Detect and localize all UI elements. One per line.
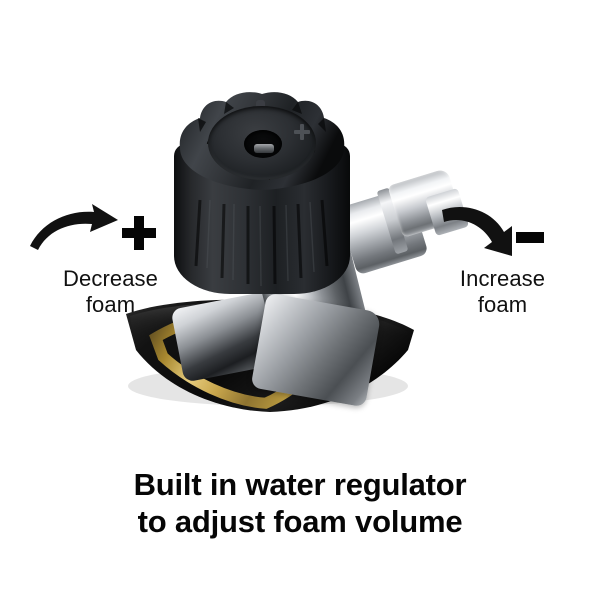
increase-foam-label: Increase foam xyxy=(459,266,546,317)
adjustment-knob[interactable] xyxy=(168,86,358,302)
increase-arrow-icon xyxy=(442,206,512,256)
knob-plus-marking xyxy=(294,124,310,140)
knob-ribs xyxy=(194,199,329,287)
chrome-lever xyxy=(250,292,382,408)
decrease-foam-label: Decrease foam xyxy=(63,266,158,317)
knob-center-screw xyxy=(254,144,274,153)
product-image xyxy=(126,86,470,412)
headline-caption: Built in water regulator to adjust foam … xyxy=(133,467,467,539)
minus-sign xyxy=(516,232,544,243)
decrease-arrow-icon xyxy=(30,204,118,250)
plus-sign xyxy=(122,216,156,250)
